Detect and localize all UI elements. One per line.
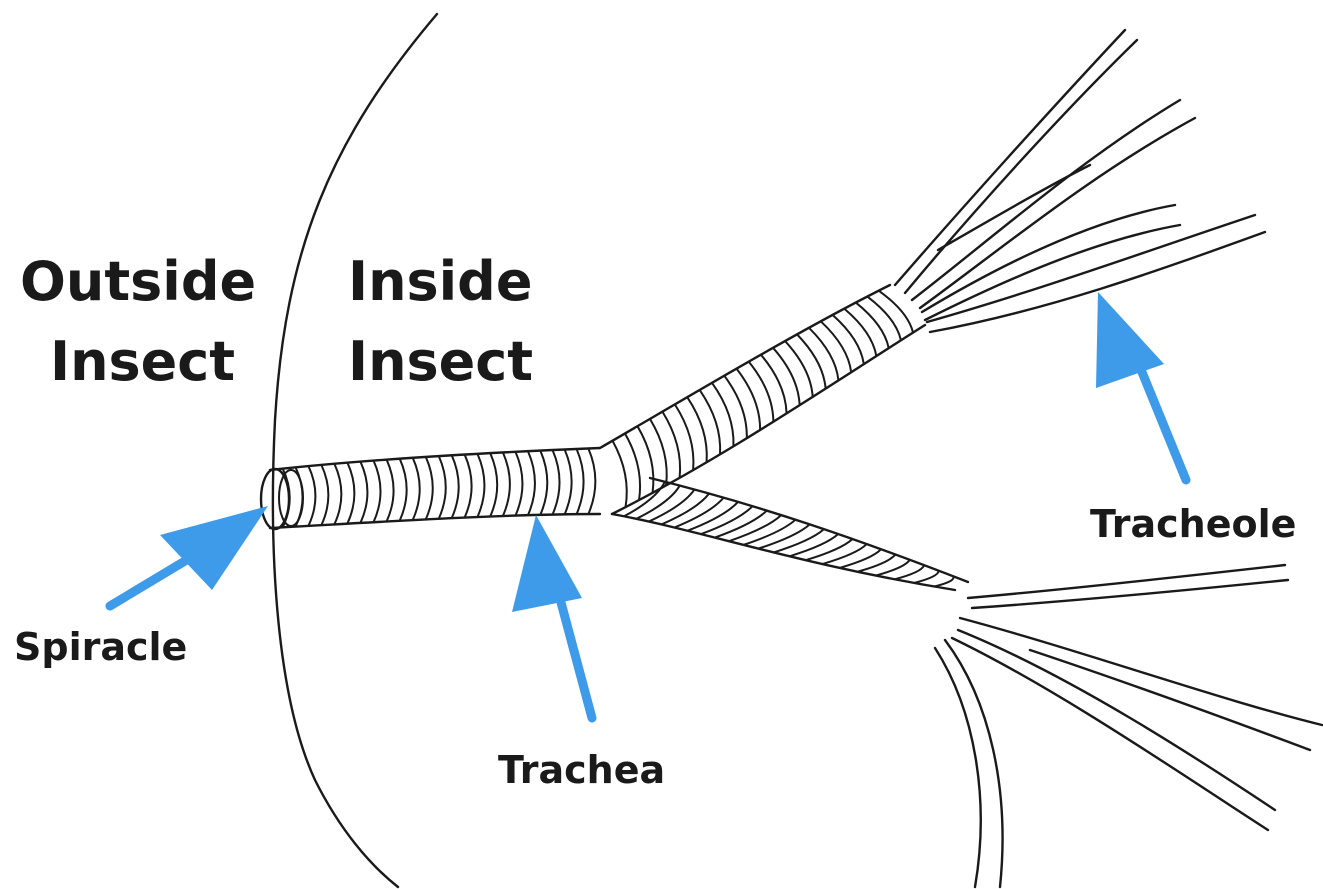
tube-ring	[553, 450, 560, 515]
tube-ring	[840, 549, 881, 568]
tube-ring	[347, 463, 354, 524]
tube-ring	[612, 441, 626, 507]
upper-branch-rings	[612, 291, 913, 507]
tube-ring	[724, 376, 747, 438]
tube-ring	[540, 451, 547, 515]
tube-ring	[503, 452, 510, 516]
trachea-tube	[270, 448, 600, 528]
tube-ring	[515, 452, 522, 516]
tube-ring	[490, 453, 497, 516]
tube-ring	[374, 461, 381, 523]
tube-ring	[565, 449, 572, 514]
tube-ring	[528, 451, 535, 515]
tube-ring	[452, 455, 459, 518]
lower-branch-rings	[624, 482, 953, 587]
tube-ring	[737, 369, 761, 430]
spiracle-label: Spiracle	[14, 625, 187, 669]
tube-ring	[334, 464, 341, 525]
lower-tracheoles	[935, 565, 1322, 887]
tube-ring	[749, 362, 774, 422]
tube-ring	[577, 449, 584, 514]
tube-ring	[465, 454, 472, 517]
tube-ring	[857, 554, 895, 571]
upper-tracheoles	[895, 30, 1265, 332]
tube-ring	[360, 462, 367, 523]
outside-label-line1: Outside	[20, 250, 256, 313]
trachea-label: Trachea	[498, 748, 665, 792]
spiracle-opening	[261, 469, 289, 529]
tube-ring	[321, 465, 328, 525]
spiracle-arrow	[110, 506, 268, 606]
tube-ring	[400, 459, 407, 521]
tube-ring	[588, 448, 595, 514]
tube-ring	[308, 466, 315, 526]
tube-ring	[662, 412, 680, 478]
tube-ring	[700, 390, 721, 454]
tube-ring	[761, 355, 787, 414]
trachea-arrow	[512, 515, 592, 718]
tube-ring	[712, 383, 734, 446]
tube-ring	[687, 397, 707, 462]
outside-label-line2: Insect	[50, 330, 235, 393]
lower-trachea-branch	[612, 478, 968, 590]
tube-ring	[426, 457, 433, 520]
tube-ring	[934, 576, 953, 586]
inside-label-line1: Inside	[348, 250, 532, 313]
tube-ring	[675, 404, 694, 470]
tube-ring	[876, 560, 910, 576]
tube-ring	[477, 454, 484, 517]
body-wall-outline	[273, 14, 437, 887]
tube-ring	[439, 456, 446, 519]
tube-ring	[624, 482, 665, 517]
tracheole-arrow	[1096, 292, 1186, 480]
tracheole-label: Tracheole	[1090, 502, 1296, 546]
tube-ring	[413, 458, 420, 520]
inside-label-line2: Insect	[348, 330, 533, 393]
tube-ring	[914, 571, 939, 583]
upper-trachea-branch	[600, 285, 925, 514]
spiracle-inner-ring	[279, 470, 303, 526]
tube-ring	[387, 460, 394, 522]
